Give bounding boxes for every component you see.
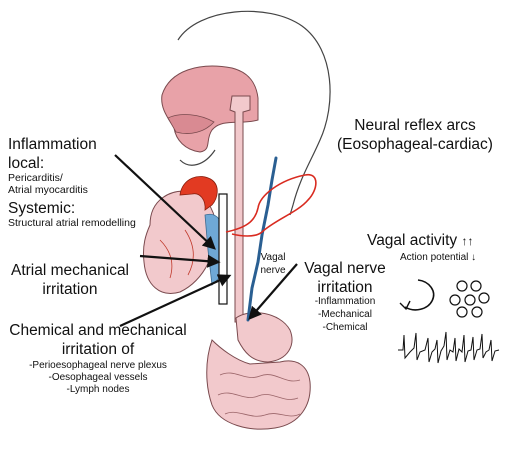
inflammation-local-item: Atrial myocarditis — [8, 184, 88, 196]
spike-trace — [398, 331, 500, 364]
neural-reflex-arc — [225, 174, 317, 237]
action-potential-label: Action potential ↓ — [400, 252, 476, 264]
coronary-vessels — [159, 229, 194, 279]
action-potential-text: Action potential — [400, 252, 469, 263]
vagal-irritation-line2: irritation — [317, 279, 373, 296]
head-outline — [177, 10, 331, 216]
vagal-activity-title: Vagal activity ↑↑ — [367, 232, 473, 250]
vagal-irritation-item: -Mechanical — [318, 309, 372, 320]
inflammation-local-label: local: — [8, 155, 45, 172]
vagal-irritation-item: -Chemical — [322, 322, 368, 333]
stomach — [235, 312, 293, 363]
oesophagus — [229, 95, 251, 323]
arrow-vagal-irritation — [248, 263, 298, 320]
inflammation-systemic-item: Structural atrial remodelling — [8, 217, 136, 229]
vagal-activity-label: Vagal activity — [367, 232, 458, 249]
mouth-region — [167, 114, 215, 134]
atrial-mech-line1: Atrial mechanical — [10, 262, 130, 279]
cycle-arrow-large-icon — [404, 279, 435, 311]
vagal-nerve-line — [246, 156, 278, 322]
arrow-chemical — [119, 274, 232, 327]
aorta — [179, 176, 218, 211]
vagal-nerve-label-line2: nerve — [260, 265, 286, 276]
intestines — [206, 339, 311, 430]
atrium-marker — [218, 193, 228, 305]
vagal-irritation-item: -Inflammation — [314, 296, 376, 307]
chemical-item: -Oesophageal vessels — [48, 372, 148, 383]
inflammation-heading: Inflammation — [8, 136, 97, 153]
inflammation-local-item: Pericarditis/ — [8, 172, 63, 184]
vagal-nerve-label-line1: Vagal — [260, 252, 286, 263]
cycle-arrows-small-icon — [449, 280, 490, 318]
chemical-line2: irritation of — [61, 341, 135, 358]
neural-reflex-line2: (Eosophageal-cardiac) — [337, 136, 493, 153]
atrial-mech-line2: irritation — [42, 281, 98, 298]
arrow-inflammation — [114, 154, 216, 250]
chemical-item: -Perioesophageal nerve plexus — [29, 360, 167, 371]
up-arrows-icon: ↑↑ — [461, 234, 474, 248]
chemical-line1: Chemical and mechanical — [9, 322, 187, 339]
chemical-item: -Lymph nodes — [66, 384, 130, 395]
arrow-atrial-mechanical — [139, 254, 221, 268]
neural-reflex-line1: Neural reflex arcs — [354, 117, 476, 134]
inflammation-systemic-label: Systemic: — [8, 200, 76, 217]
vagal-irritation-line1: Vagal nerve — [304, 260, 386, 277]
intestine-folds — [217, 372, 301, 417]
down-arrow-icon: ↓ — [471, 252, 477, 263]
